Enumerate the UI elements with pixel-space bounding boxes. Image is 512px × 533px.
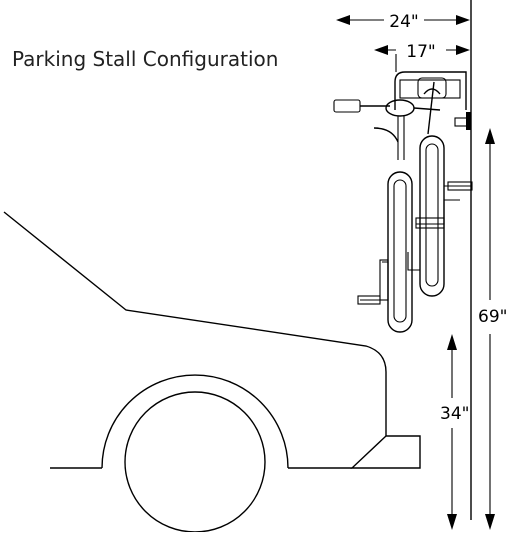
dimension-bumper-height-label: 34" [440,404,469,424]
bike-rack-bracket [394,71,471,130]
bike-rear [333,99,441,333]
car-wheel [124,391,266,533]
dimension-total-height-label: 69" [478,307,507,327]
dimension-outer-width-label: 24" [389,12,418,32]
dimension-rack-width: 17" [374,42,470,72]
dimension-rack-width-label: 17" [406,42,435,62]
bike-front [415,81,473,297]
dimension-outer-width: 24" [336,12,470,32]
car-silhouette [3,211,421,533]
diagram-title: Parking Stall Configuration [12,47,278,71]
dimension-total-height: 69" [478,128,507,530]
dimension-bumper-height: 34" [440,334,469,530]
